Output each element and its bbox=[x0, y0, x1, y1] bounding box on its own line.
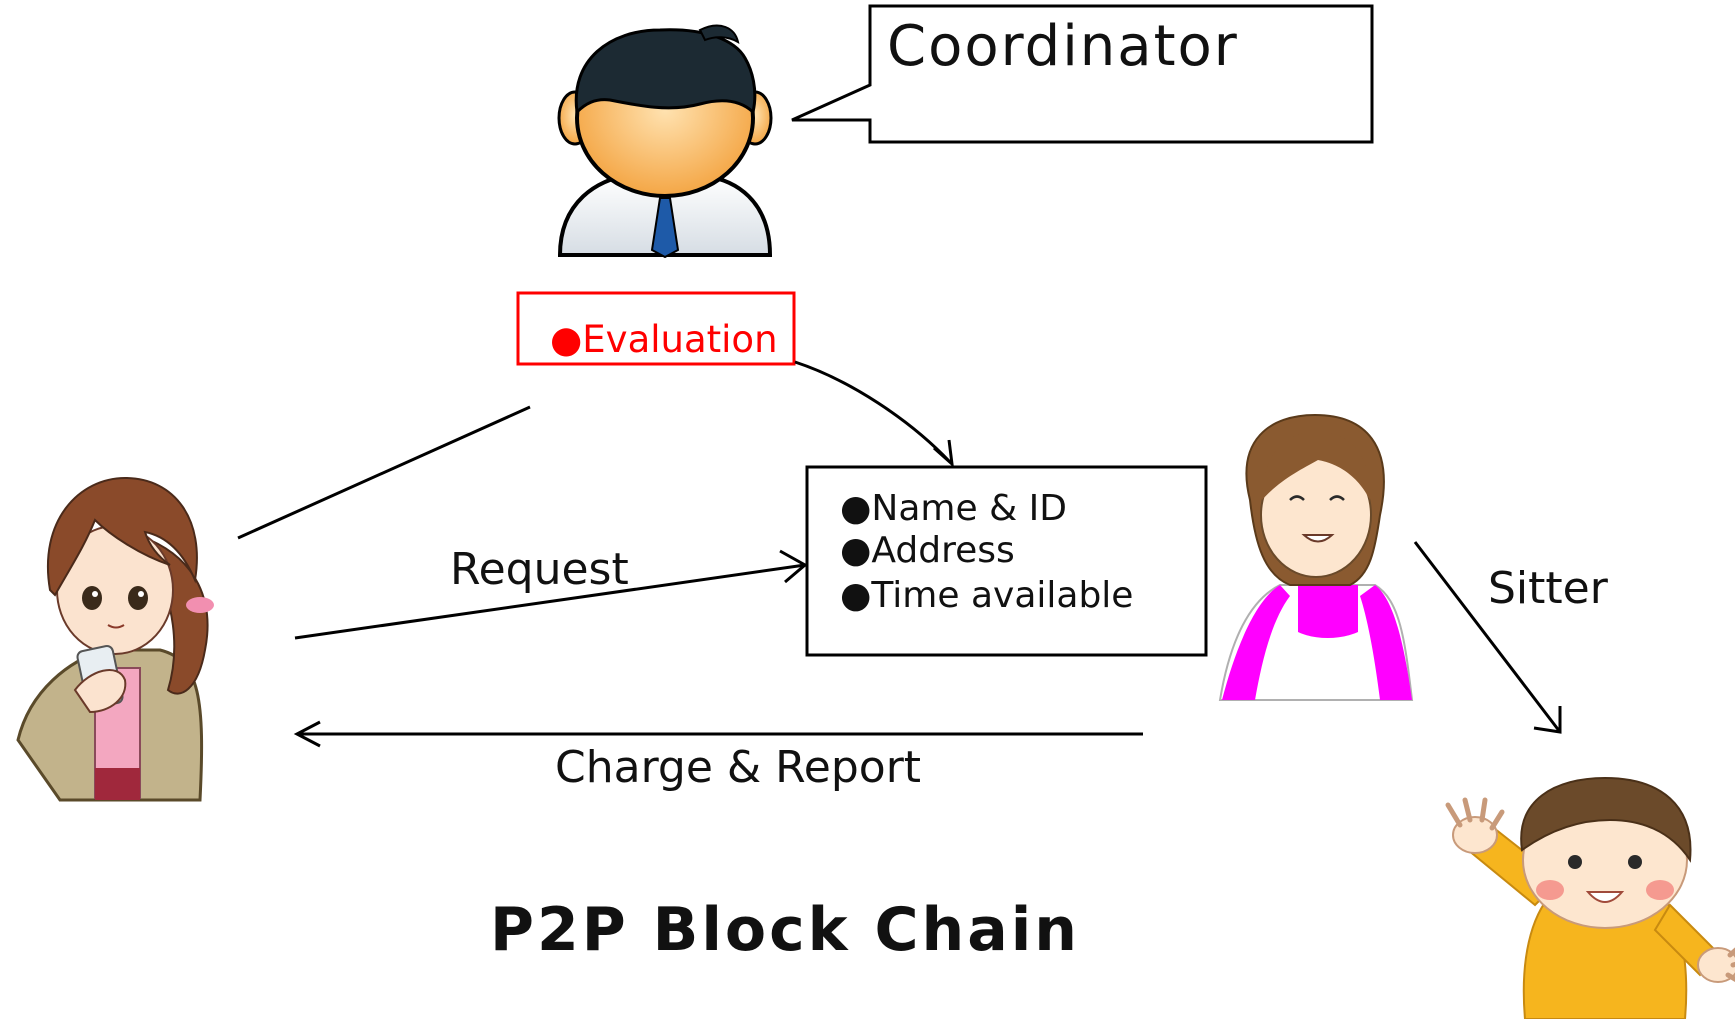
evaluation-label: ●Evaluation bbox=[550, 318, 778, 361]
footer-title: P2P Block Chain bbox=[490, 895, 1080, 965]
evaluation-arrow bbox=[794, 360, 954, 468]
child-icon bbox=[1445, 776, 1735, 1019]
coordinator-label: Coordinator bbox=[887, 14, 1239, 79]
evaluation-box bbox=[516, 291, 796, 366]
sitter-label: Sitter bbox=[1488, 563, 1608, 614]
request-arrow bbox=[294, 549, 808, 640]
client-woman-icon bbox=[16, 476, 214, 802]
sitter-woman-icon bbox=[1218, 413, 1414, 701]
info-item-address: ●Address bbox=[840, 530, 1015, 571]
info-item-time-available: ●Time available bbox=[840, 575, 1134, 616]
coordinator-speech-bubble bbox=[791, 4, 1374, 144]
evaluation-text: Evaluation bbox=[582, 318, 778, 361]
info-item-name-id: ●Name & ID bbox=[840, 488, 1067, 529]
charge-report-arrow bbox=[293, 720, 1143, 748]
coordinator-avatar-icon bbox=[557, 24, 773, 259]
info-box bbox=[805, 465, 1208, 657]
evaluation-bullet: ● bbox=[550, 318, 583, 361]
client-coordinator-link bbox=[237, 405, 531, 540]
charge-report-label: Charge & Report bbox=[555, 742, 922, 793]
request-label: Request bbox=[450, 544, 629, 595]
sitter-arrow bbox=[1413, 541, 1562, 734]
